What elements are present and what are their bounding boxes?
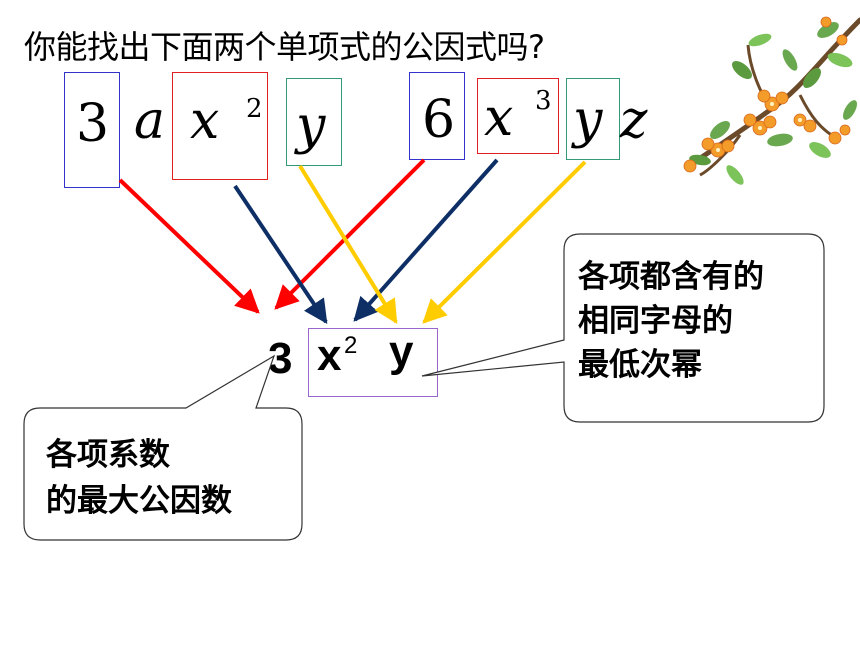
monomial-1-var-y: y xyxy=(296,96,326,156)
y-box-2 xyxy=(566,78,620,160)
result-var-y: y xyxy=(389,327,414,376)
arrow-coef-2 xyxy=(274,158,426,310)
monomial-2-var-x: x xyxy=(484,88,514,148)
monomial-1-coefficient: 3 xyxy=(76,94,110,154)
coef-box-2 xyxy=(409,72,465,160)
x-box-1 xyxy=(172,72,268,180)
arrow-y-2 xyxy=(422,160,587,324)
coef-box-1 xyxy=(64,72,120,188)
callout-right-line-2: 相同字母的 xyxy=(578,303,733,339)
monomial-2-coefficient: 6 xyxy=(422,90,456,150)
arrow-coef-1 xyxy=(118,178,260,314)
flowering-branch-icon xyxy=(683,16,860,185)
monomial-2-var-z: z xyxy=(620,90,648,150)
result-var-x: x xyxy=(317,331,342,380)
callout-left-line-1: 各项系数 xyxy=(46,437,170,473)
question-text: 你能找出下面两个单项式的公因式吗? xyxy=(24,28,545,66)
x-box-2 xyxy=(477,78,559,154)
arrow-x-1 xyxy=(233,184,328,324)
monomial-1-var-a: a xyxy=(134,91,166,151)
monomial-2-exponent-x: 3 xyxy=(535,86,552,116)
callout-right-bubble xyxy=(421,233,825,423)
monomial-1-exponent-x: 2 xyxy=(246,94,263,124)
monomial-1-var-x: x xyxy=(190,91,220,151)
callout-left-bubble xyxy=(23,354,303,541)
callout-right-line-1: 各项都含有的 xyxy=(578,259,764,295)
y-box-1 xyxy=(286,78,342,166)
callout-right-line-3: 最低次幂 xyxy=(578,347,702,383)
result-variables-box xyxy=(308,328,438,397)
monomial-2-var-y: y xyxy=(573,90,603,150)
result-exponent-x: 2 xyxy=(344,332,358,359)
arrow-x-2 xyxy=(353,158,499,322)
callout-left-line-2: 的最大公因数 xyxy=(46,483,232,519)
arrow-y-1 xyxy=(298,164,398,325)
